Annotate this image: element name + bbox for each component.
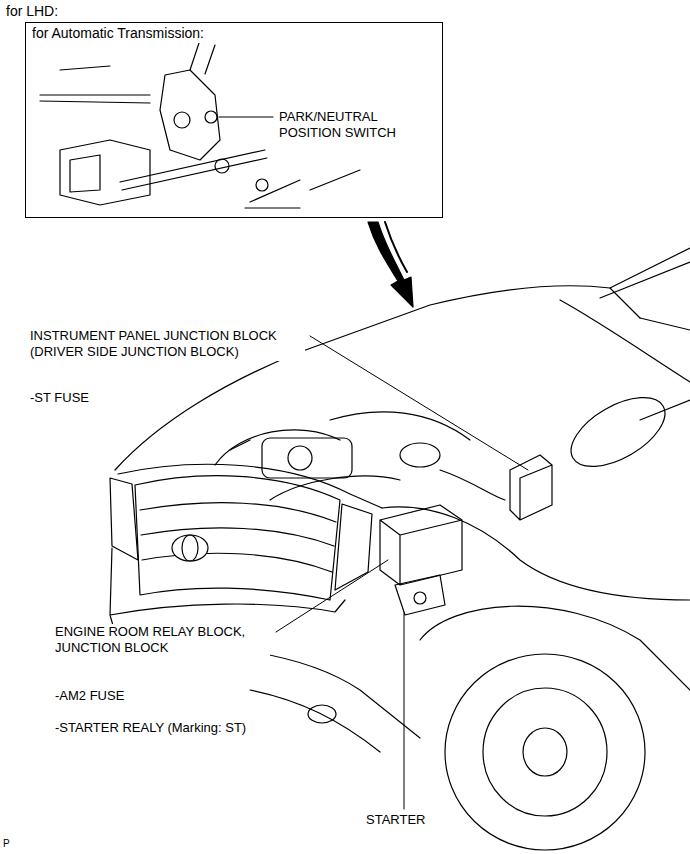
page-marker: P: [3, 838, 10, 851]
hood: [115, 286, 640, 470]
leader-line: [276, 560, 388, 632]
hood-front: [118, 464, 382, 508]
pointer-arrow: [368, 222, 413, 307]
engine-cover: [262, 438, 352, 478]
frame-line: [40, 66, 150, 103]
instrument-panel-junction-block: [510, 455, 552, 520]
emblem: [172, 535, 208, 561]
starter: [395, 575, 445, 615]
part-name: PARK/NEUTRAL POSITION SWITCH: [279, 109, 404, 142]
tire: [445, 654, 645, 850]
engine-hose: [230, 440, 505, 500]
switch-bolt: [174, 112, 190, 128]
leader-line: [219, 117, 273, 118]
switch-body: [160, 70, 220, 160]
engine-intake: [215, 412, 470, 500]
sub-part-name: -STARTER REALY (Marking: ST): [55, 720, 246, 736]
fender: [382, 507, 690, 690]
rod-nut: [215, 159, 229, 173]
engine-part: [288, 446, 312, 470]
headlight-right: [335, 504, 372, 590]
steering-column: [640, 400, 690, 420]
pointer-arrow-line: [385, 222, 407, 272]
bracket: [245, 170, 360, 208]
engine-part: [400, 443, 440, 467]
part-name: ENGINE ROOM RELAY BLOCK, JUNCTION BLOCK: [55, 624, 270, 657]
inset-heading: for Automatic Transmission:: [32, 25, 204, 43]
dashboard: [560, 300, 690, 382]
hub: [523, 728, 567, 776]
leader-line: [310, 336, 528, 470]
emblem-inner: [182, 535, 198, 561]
fog-light: [308, 705, 336, 723]
sub-part-name: -ST FUSE: [30, 390, 89, 406]
inset-frame: for Automatic Transmission: PARK/NEUTRAL …: [25, 22, 443, 218]
steering-wheel: [560, 383, 676, 480]
headlight-left: [110, 478, 138, 560]
switch-connector: [205, 111, 217, 123]
control-rod: [120, 150, 267, 190]
rod-end: [256, 179, 268, 191]
leader-line: [404, 613, 405, 809]
part-name: STARTER: [366, 812, 425, 828]
engine-room-relay-block: [380, 505, 462, 585]
part-name: INSTRUMENT PANEL JUNCTION BLOCK (DRIVER …: [30, 328, 305, 361]
sub-part-name: -AM2 FUSE: [55, 688, 124, 704]
starter-terminal: [414, 592, 426, 604]
grille: [135, 476, 340, 600]
transmission-case: [60, 140, 150, 205]
harness: [190, 40, 215, 74]
windshield: [600, 248, 690, 330]
rim: [483, 688, 607, 816]
page-heading: for LHD:: [6, 3, 58, 21]
